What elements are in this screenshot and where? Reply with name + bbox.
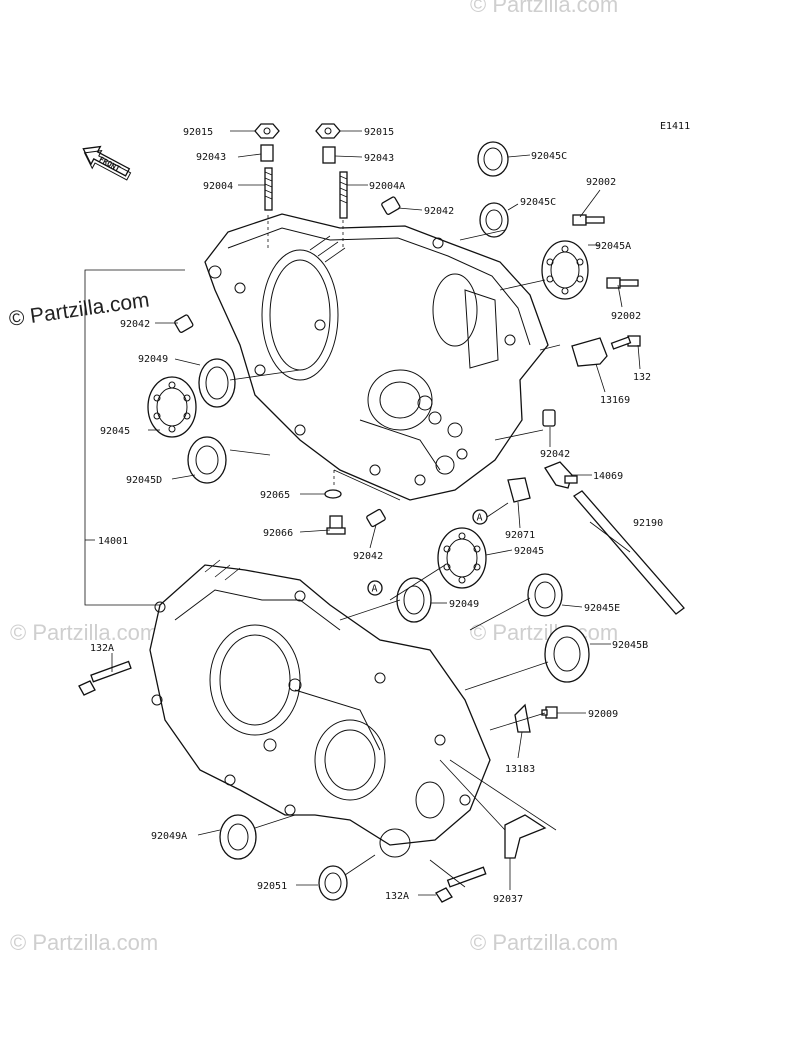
label-92045B: 92045B xyxy=(612,640,648,651)
stud-92004A xyxy=(339,171,348,219)
bolt-92002-top xyxy=(572,214,605,226)
clamp-92037 xyxy=(504,814,547,859)
label-92049-top: 92049 xyxy=(138,354,168,365)
watermark-right-bottom: © Partzilla.com xyxy=(470,930,618,955)
label-92045-mid: 92045 xyxy=(514,546,544,557)
label-132A-left: 132A xyxy=(90,643,114,654)
bearing-92045-left xyxy=(147,376,197,438)
diagram-code: E1411 xyxy=(660,121,690,132)
nut-92015-left xyxy=(254,123,280,139)
bearing-92045C-top xyxy=(477,141,509,177)
label-92042-left: 92042 xyxy=(120,319,150,330)
label-92037: 92037 xyxy=(493,894,523,905)
watermark-left-bottom: © Partzilla.com xyxy=(10,930,158,955)
label-92009: 92009 xyxy=(588,709,618,720)
label-92049-mid: 92049 xyxy=(449,599,479,610)
bearing-92045-mid xyxy=(437,527,487,589)
label-13183: 13183 xyxy=(505,764,535,775)
bearing-92045E xyxy=(527,573,563,617)
callout-a-upper-label: A xyxy=(477,513,483,524)
label-92015-left: 92015 xyxy=(183,127,213,138)
label-92002-top: 92002 xyxy=(586,177,616,188)
label-92045C-top: 92045C xyxy=(531,151,567,162)
bolt-132A-left xyxy=(78,660,132,696)
dowel-92042-right xyxy=(542,409,556,427)
label-92065: 92065 xyxy=(260,490,290,501)
screw-92009 xyxy=(541,706,558,719)
bearing-92045D xyxy=(187,436,227,484)
dowel-92042-top xyxy=(381,196,401,215)
label-92045D: 92045D xyxy=(126,475,162,486)
label-92043-left: 92043 xyxy=(196,152,226,163)
label-92045-left: 92045 xyxy=(100,426,130,437)
label-92004A: 92004A xyxy=(369,181,405,192)
watermark-top: © Partzilla.com xyxy=(470,0,618,17)
hose-92190 xyxy=(573,490,685,615)
collar-92043-left xyxy=(260,144,274,162)
label-92071: 92071 xyxy=(505,530,535,541)
label-92045E: 92045E xyxy=(584,603,620,614)
watermark-right-mid: © Partzilla.com xyxy=(470,620,618,645)
dowel-92042-bottom xyxy=(366,508,386,528)
bearing-92045A xyxy=(541,240,589,300)
seal-92049A xyxy=(219,814,257,860)
dowel-92042-left xyxy=(174,314,194,333)
label-132A-bottom: 132A xyxy=(385,891,409,902)
bolt-92002-bottom xyxy=(606,277,639,289)
seal-92049-top xyxy=(198,358,236,408)
label-92004: 92004 xyxy=(203,181,233,192)
callout-a-lower xyxy=(367,580,383,596)
label-92002-bottom: 92002 xyxy=(611,311,641,322)
label-92043-right: 92043 xyxy=(364,153,394,164)
washer-92065 xyxy=(324,489,342,499)
label-92051: 92051 xyxy=(257,881,287,892)
collar-92043-right xyxy=(322,146,336,164)
leader-lines xyxy=(84,130,641,896)
label-92042-top: 92042 xyxy=(424,206,454,217)
screw-92066 xyxy=(326,515,346,535)
callout-a-lower-label: A xyxy=(372,584,378,595)
plate-13169 xyxy=(571,337,608,367)
seal-92051 xyxy=(318,865,348,901)
plate-13183 xyxy=(514,703,531,733)
seal-92049-mid xyxy=(396,577,432,623)
label-92049A: 92049A xyxy=(151,831,187,842)
upper-crankcase xyxy=(204,213,549,501)
label-92190: 92190 xyxy=(633,518,663,529)
watermark-left-mid: © Partzilla.com xyxy=(10,620,158,645)
lower-crankcase xyxy=(149,559,491,858)
label-92045C-mid: 92045C xyxy=(520,197,556,208)
label-92042-right: 92042 xyxy=(540,449,570,460)
label-14001: 14001 xyxy=(98,536,128,547)
label-92066: 92066 xyxy=(263,528,293,539)
part-labels: 92015 92015 92043 92043 92004 92004A 920… xyxy=(90,127,663,905)
guide-92071 xyxy=(507,477,531,503)
label-13169: 13169 xyxy=(600,395,630,406)
label-92045A: 92045A xyxy=(595,241,631,252)
label-92015-right: 92015 xyxy=(364,127,394,138)
label-14069: 14069 xyxy=(593,471,623,482)
label-92042-bottom: 92042 xyxy=(353,551,383,562)
bearing-92045C-mid xyxy=(479,202,509,238)
label-132: 132 xyxy=(633,372,651,383)
bolt-132A-bottom xyxy=(435,866,487,903)
bearing-92045B xyxy=(544,625,590,683)
bolt-132 xyxy=(610,335,641,350)
nut-92015-right xyxy=(315,123,341,139)
stud-92004 xyxy=(264,167,273,211)
fitting-14069 xyxy=(544,461,578,489)
front-arrow-icon: FRONT xyxy=(82,145,132,181)
